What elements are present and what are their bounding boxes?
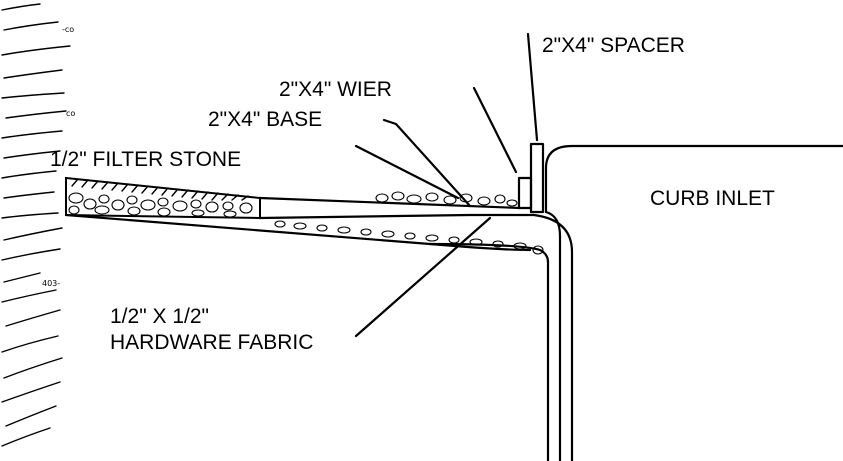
base-board bbox=[258, 196, 522, 210]
contour-label-3: 403- bbox=[42, 279, 60, 288]
wier-board bbox=[517, 176, 533, 210]
contour-label-1: -co bbox=[62, 25, 74, 34]
hardware-fabric-band bbox=[64, 213, 544, 255]
label-curb-inlet: CURB INLET bbox=[650, 187, 775, 210]
leader-base bbox=[382, 118, 472, 208]
filter-stone-hatch bbox=[71, 178, 249, 201]
filter-stone-fraction: 1/2 bbox=[50, 148, 79, 171]
label-wier: 2"X4" WIER bbox=[279, 78, 392, 101]
filter-stone-pebbles bbox=[68, 192, 253, 218]
label-spacer: 2"X4" SPACER bbox=[542, 34, 685, 57]
top-filter-stone bbox=[375, 191, 518, 207]
svg-text:1/2" FILTER STONE: 1/2" FILTER STONE bbox=[50, 148, 241, 171]
label-filter-stone: 1/2" FILTER STONE bbox=[50, 148, 241, 171]
leader-spacer bbox=[526, 32, 539, 142]
hardware-quote: " bbox=[202, 305, 209, 328]
hardware-mid: " X bbox=[139, 305, 172, 328]
leader-hardware-fabric bbox=[354, 216, 492, 338]
filter-stone-text: " FILTER STONE bbox=[79, 148, 241, 171]
svg-text:1/2" X 1/2": 1/2" X 1/2" bbox=[110, 305, 209, 328]
leader-filter-stone bbox=[354, 144, 460, 200]
curb-inlet-wall bbox=[544, 144, 843, 214]
inlet-pipe-outer bbox=[468, 213, 574, 461]
contour-label-2: co bbox=[66, 109, 75, 118]
inlet-pipe-inner bbox=[428, 242, 550, 461]
hardware-fraction-b: 1/2 bbox=[172, 305, 201, 328]
hardware-fabric-text: HARDWARE FABRIC bbox=[110, 331, 313, 354]
spacer-board bbox=[529, 142, 545, 214]
leader-wier bbox=[472, 86, 518, 174]
filter-stone bbox=[65, 176, 261, 220]
hardware-fraction-a: 1/2 bbox=[110, 305, 139, 328]
label-base: 2"X4" BASE bbox=[208, 108, 322, 131]
contour-lines bbox=[1, 3, 71, 447]
label-hardware-fabric: 1/2" X 1/2" HARDWARE FABRIC bbox=[110, 305, 313, 354]
